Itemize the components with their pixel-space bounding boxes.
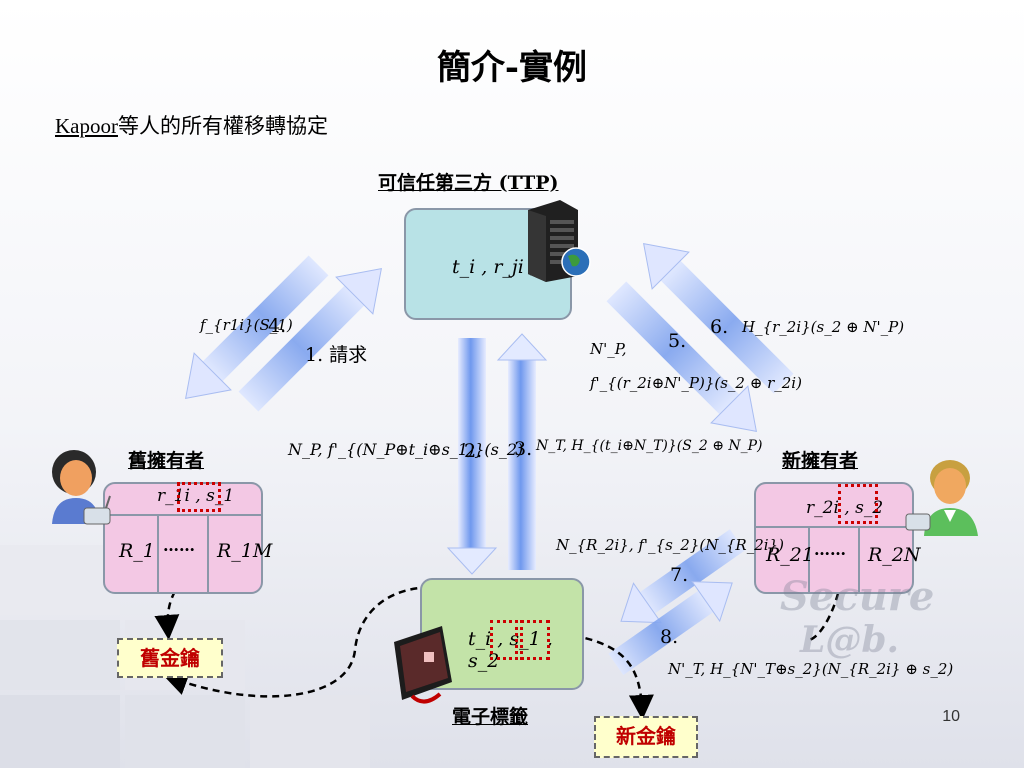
new-owner-divider [756,526,912,528]
subtitle-text: 等人的所有權移轉協定 [117,114,328,138]
message-step6: H_{r_2i}(s_2 ⊕ N'_P) [742,318,905,336]
message-step7: N_{R_2i}, f'_{s_2}(N_{R_2i}) [556,536,784,554]
background-tiles [0,545,370,768]
old-owner-label: 舊擁有者 [128,450,205,472]
new-owner-box: r_2i , s_2 R_21 …… R_2N [754,482,921,594]
old-owner-box: r_1i , s_1 R_1 …… R_1M [103,482,272,594]
arrow-step4 [185,255,329,399]
page-number: 10 [942,708,960,725]
step3-label: 3. [514,438,533,460]
new-owner-rm: R_2N [868,544,921,566]
message-step5-func: f'_{(r_2i⊕N'_P)}(s_2 ⊕ r_2i) [590,374,802,392]
subtitle-author: Kapoor [55,114,118,138]
old-owner-rm: R_1M [217,540,273,562]
arrow-step1 [238,268,382,412]
secure-lab-logo: Secure L@b. [780,573,934,661]
arrow-step2 [446,338,498,575]
tag-s1-highlight [490,620,518,660]
subtitle: Kapoor等人的所有權移轉協定 [55,110,328,140]
new-owner-s2-highlight [838,484,878,524]
dashed-tag-to-new-key [549,630,654,720]
arrow-step3 [496,333,548,570]
arrow-step7 [620,529,745,624]
message-step2: N_P, f'_{(N_P⊕t_i⊕s_1)}(s_2) [288,440,524,459]
arrow-step5 [606,281,757,432]
new-owner-col2 [858,526,860,592]
arrow-step8 [608,581,733,676]
old-owner-s1-highlight [177,482,221,512]
step5-label: 5. [668,330,687,352]
page-title: 簡介-實例 [436,48,588,88]
old-owner-r1: R_1 [119,540,155,562]
new-owner-r1: R_21 [766,544,814,566]
old-owner-keys: r_1i , s_1 [157,486,235,506]
message-step8: N'_T, H_{N'_T⊕s_2}(N_{R_2i} ⊕ s_2) [668,660,954,678]
new-owner-col1 [808,526,810,592]
svg-text:L@b.: L@b. [799,619,899,660]
secure-lab-watermark: Secure L@b. [770,560,1020,661]
step7-label: 7. [670,564,689,586]
new-owner-dots: …… [814,540,846,559]
step4-label: 4. [268,315,287,337]
old-owner-avatar-icon [52,450,111,525]
old-owner-col1 [157,514,159,592]
tag-s2-highlight [520,620,550,660]
rfid-reader-icon [394,626,452,704]
old-owner-dots: …… [163,536,195,555]
svg-text:Secure: Secure [780,573,934,620]
message-step5-nonce: N'_P, [590,340,627,358]
old-key: 舊金鑰 [117,638,223,678]
old-owner-col2 [207,514,209,592]
step2-label: 2. [464,440,483,462]
step1-label: 1. 請求 [305,344,368,366]
message-step3: N_T, H_{(t_i⊕N_T)}(S_2 ⊕ N_P) [536,438,763,454]
message-step4: f_{r1i}(S_1) [200,316,293,334]
new-owner-label: 新擁有者 [782,450,859,472]
new-owner-avatar-icon [905,460,978,536]
tag-label: 電子標籤 [452,706,529,728]
step8-label: 8. [660,626,679,648]
server-icon [528,200,591,282]
arrow-step6 [643,243,794,394]
new-owner-keys: r_2i , s_2 [806,498,884,518]
old-owner-divider [105,514,261,516]
ttp-label: 可信任第三方 (TTP) [378,172,559,194]
new-key: 新金鑰 [594,716,698,758]
step6-label: 6. [710,316,729,338]
